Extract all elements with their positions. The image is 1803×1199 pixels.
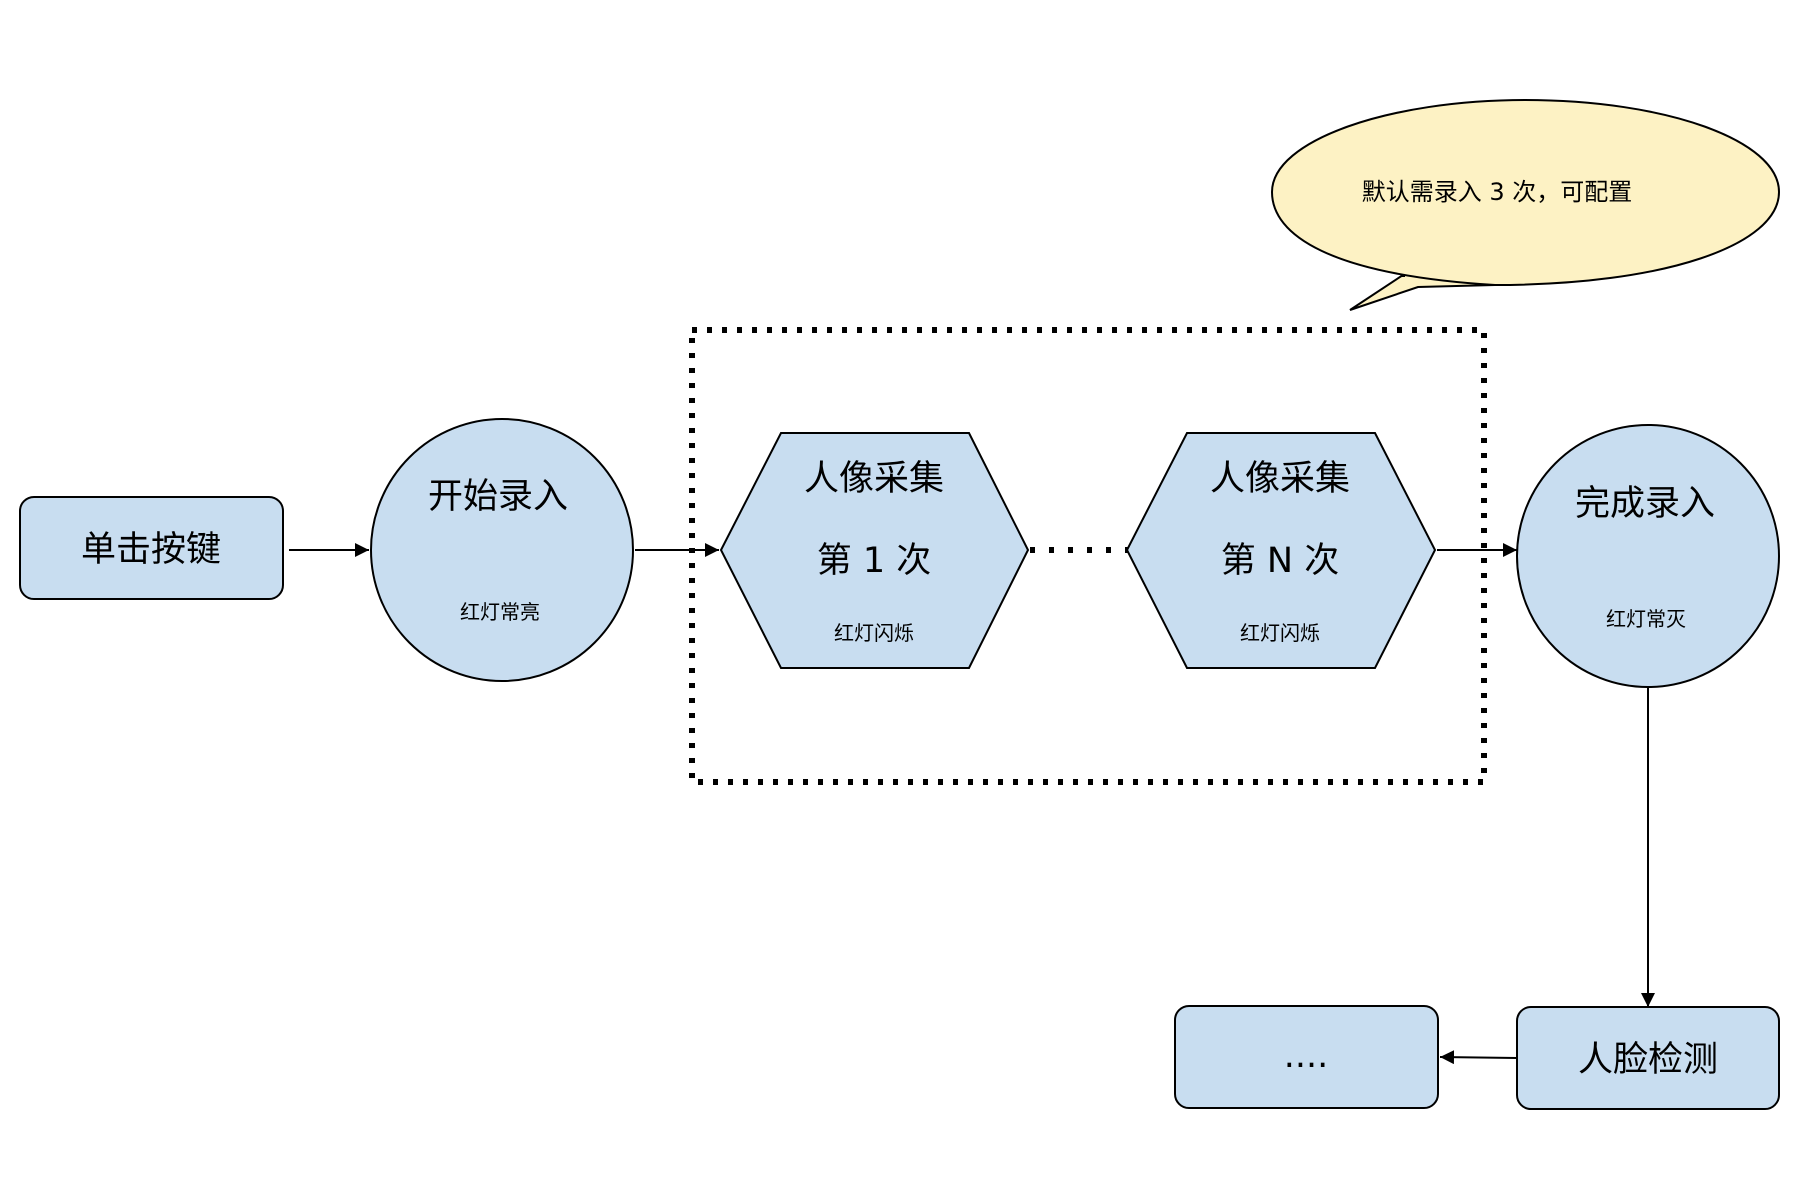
finish-enroll-sublabel: 红灯常灭 <box>1606 607 1686 631</box>
capture-first-sublabel: 红灯闪烁 <box>834 621 914 645</box>
more-node: .... <box>1174 1005 1439 1109</box>
capture-loop-group-frame <box>689 327 1487 785</box>
capture-nth-count: 第 N 次 <box>1221 541 1339 581</box>
edge-detect-to-more <box>1439 1050 1518 1065</box>
more-label: .... <box>1284 1036 1329 1076</box>
config-callout: 默认需录入 3 次，可配置 <box>1270 98 1781 311</box>
capture-nth-node: 人像采集 第 N 次 红灯闪烁 <box>1125 432 1437 669</box>
start-enroll-node: 开始录入 红灯常亮 <box>370 418 634 682</box>
finish-enroll-node: 完成录入 红灯常灭 <box>1516 424 1780 688</box>
capture-first-label: 人像采集 <box>804 459 944 499</box>
start-enroll-label: 开始录入 <box>428 477 568 517</box>
capture-first-node: 人像采集 第 1 次 红灯闪烁 <box>719 432 1030 669</box>
capture-first-count: 第 1 次 <box>817 541 932 581</box>
capture-nth-label: 人像采集 <box>1210 459 1350 499</box>
callout-text: 默认需录入 3 次，可配置 <box>1362 178 1633 206</box>
press-key-label: 单击按键 <box>81 530 221 570</box>
start-enroll-sublabel: 红灯常亮 <box>460 600 540 624</box>
press-key-node: 单击按键 <box>19 496 284 600</box>
face-detect-label: 人脸检测 <box>1578 1040 1718 1080</box>
face-detect-node: 人脸检测 <box>1516 1006 1780 1110</box>
capture-nth-sublabel: 红灯闪烁 <box>1240 621 1320 645</box>
finish-enroll-label: 完成录入 <box>1575 484 1715 524</box>
